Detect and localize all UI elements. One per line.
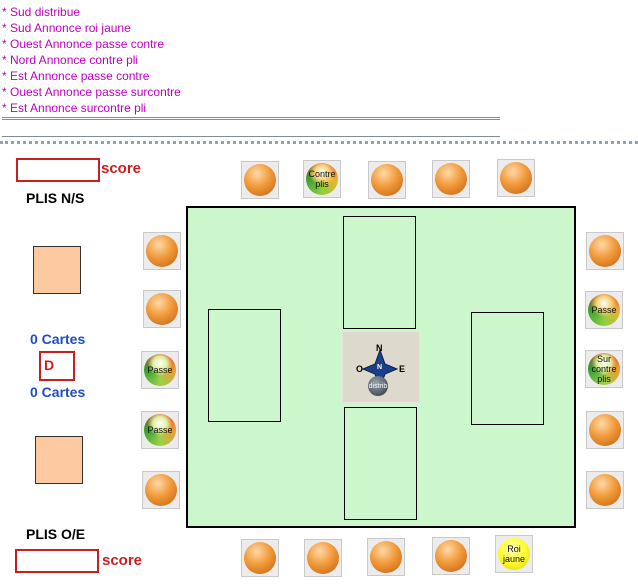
south-roi-jaune-button[interactable]: Roi jaune	[495, 535, 533, 573]
west-bid-button[interactable]	[142, 471, 180, 509]
score-label: score	[101, 160, 142, 177]
log-line: * Sud Annonce roi jaune	[2, 21, 131, 35]
multicolor-ball-icon: Sur contre plis	[588, 353, 620, 385]
score-field-oe	[15, 549, 99, 573]
compass-center: N	[377, 364, 383, 371]
west-passe-button[interactable]: Passe	[141, 411, 179, 449]
multicolor-ball-icon: Contre plis	[306, 163, 338, 195]
orange-ball-icon	[146, 293, 178, 325]
orange-ball-icon	[146, 235, 178, 267]
south-bid-button[interactable]	[432, 537, 470, 575]
log-line: * Nord Annonce contre pli	[2, 53, 139, 67]
north-bid-button[interactable]	[241, 161, 279, 199]
orange-ball-icon	[435, 163, 467, 195]
log-line: * Sud distribue	[2, 5, 81, 19]
divider	[2, 119, 500, 120]
orange-ball-icon	[145, 474, 177, 506]
east-bid-button[interactable]	[586, 471, 624, 509]
log-line: * Est Annonce passe contre	[2, 69, 150, 83]
log-line: * Ouest Annonce passe contre	[2, 37, 165, 51]
north-bid-button[interactable]	[497, 159, 535, 197]
orange-ball-icon	[589, 414, 621, 446]
east-card-slot	[471, 312, 544, 425]
compass-n: N	[376, 343, 383, 353]
divider	[2, 136, 500, 137]
dealer-marker: D	[39, 351, 75, 381]
orange-ball-icon	[371, 164, 403, 196]
game-board	[0, 141, 638, 584]
dealer-letter: D	[44, 357, 55, 373]
cartes-count: 0 Cartes	[30, 331, 86, 347]
divider	[2, 117, 500, 118]
orange-ball-icon	[500, 162, 532, 194]
compass-widget: N O E N distrib	[342, 331, 420, 403]
yellow-ball-icon: Roi jaune	[498, 538, 530, 570]
multicolor-ball-icon: Passe	[144, 354, 176, 386]
plis-oe-label: PLIS O/E	[26, 526, 86, 542]
north-contre-plis-button[interactable]: Contre plis	[303, 160, 341, 198]
north-card-slot	[343, 216, 416, 329]
orange-ball-icon	[370, 541, 402, 573]
north-bid-button[interactable]	[368, 161, 406, 199]
south-bid-button[interactable]	[241, 539, 279, 577]
east-surcontre-plis-button[interactable]: Sur contre plis	[585, 350, 623, 388]
north-bid-button[interactable]	[432, 160, 470, 198]
west-bid-button[interactable]	[143, 232, 181, 270]
log-line: * Ouest Annonce passe surcontre	[2, 85, 181, 99]
orange-ball-icon	[435, 540, 467, 572]
score-field-ns	[16, 158, 100, 182]
orange-ball-icon	[307, 542, 339, 574]
west-passe-button[interactable]: Passe	[141, 351, 179, 389]
distrib-button[interactable]: distrib	[368, 376, 388, 396]
east-bid-button[interactable]	[586, 232, 624, 270]
orange-ball-icon	[244, 164, 276, 196]
west-card-slot	[208, 309, 281, 422]
cartes-count: 0 Cartes	[30, 384, 86, 400]
south-card-slot	[344, 407, 417, 520]
west-bid-button[interactable]	[143, 290, 181, 328]
orange-ball-icon	[589, 474, 621, 506]
plis-ns-label: PLIS N/S	[26, 190, 85, 206]
plis-oe-pile[interactable]	[35, 436, 83, 484]
score-label: score	[102, 552, 143, 569]
orange-ball-icon	[244, 542, 276, 574]
multicolor-ball-icon: Passe	[144, 414, 176, 446]
south-bid-button[interactable]	[304, 539, 342, 577]
south-bid-button[interactable]	[367, 538, 405, 576]
east-passe-button[interactable]: Passe	[585, 291, 623, 329]
compass-o: O	[356, 364, 364, 374]
annonces-log: * Sud distribue * Sud Annonce roi jaune …	[2, 4, 181, 116]
plis-ns-pile[interactable]	[33, 246, 81, 294]
multicolor-ball-icon: Passe	[588, 294, 620, 326]
east-bid-button[interactable]	[586, 411, 624, 449]
log-line: * Est Annonce surcontre pli	[2, 101, 147, 115]
compass-e: E	[399, 364, 406, 374]
orange-ball-icon	[589, 235, 621, 267]
